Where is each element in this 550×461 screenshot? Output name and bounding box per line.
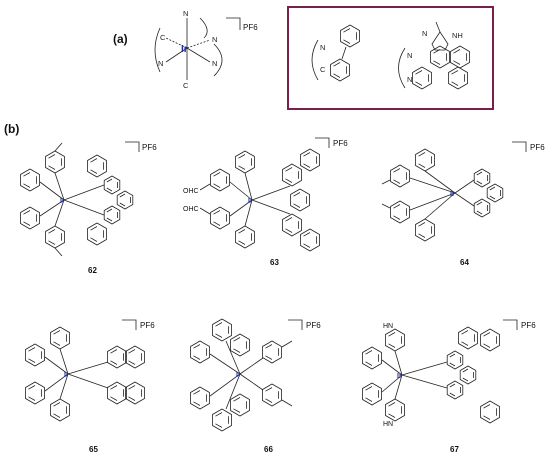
- compound-63-structure: OHC OHC Ir PF6 63: [183, 137, 348, 267]
- ligand-legend-box: [287, 6, 494, 110]
- atom-label: N: [212, 35, 217, 44]
- compound-number: 65: [89, 445, 98, 454]
- octahedral-core-diagram: Ir N N N N C C PF6: [154, 9, 258, 90]
- iridium-label: Ir: [236, 372, 241, 379]
- compound-number: 66: [264, 445, 273, 454]
- panel-a-label: (a): [113, 32, 128, 46]
- atom-label: N: [320, 43, 325, 52]
- iridium-label: Ir: [450, 191, 455, 198]
- compound-number: 64: [460, 258, 469, 267]
- substituent-label: OHC: [183, 206, 199, 213]
- atom-label: N: [407, 51, 412, 60]
- iridium-center-label: Ir: [181, 44, 188, 55]
- compound-67-structure: HN HN Ir PF6 67: [362, 319, 536, 454]
- compound-62-structure: Ir PF6 62: [20, 141, 157, 275]
- substituent-label: OHC: [183, 188, 199, 195]
- panel-b-label: (b): [4, 122, 19, 136]
- atom-label: N: [407, 75, 412, 84]
- substituent-label: HN: [383, 323, 393, 330]
- nn-ligand-diagram: NH N N N: [398, 21, 470, 90]
- counterion-label: PF6: [306, 321, 321, 330]
- counterion-label: PF6: [530, 143, 545, 152]
- atom-label: N: [212, 59, 217, 68]
- atom-label: N: [158, 59, 163, 68]
- compound-number: 63: [270, 258, 279, 267]
- counterion-label: PF6: [521, 321, 536, 330]
- iridium-label: Ir: [60, 198, 65, 205]
- atom-label: N: [183, 9, 188, 18]
- substituent-label: HN: [383, 421, 393, 428]
- counterion-label: PF6: [243, 23, 258, 32]
- atom-label: C: [183, 81, 189, 90]
- compound-number: 67: [450, 445, 459, 454]
- iridium-label: Ir: [397, 373, 402, 380]
- compound-65-structure: Ir PF6 65: [25, 319, 155, 454]
- counterion-label: PF6: [142, 143, 157, 152]
- atom-label: N: [422, 29, 427, 38]
- cn-ligand-diagram: N C: [311, 24, 360, 82]
- atom-label: C: [320, 65, 326, 74]
- atom-label: C: [160, 33, 166, 42]
- compound-number: 62: [88, 266, 97, 275]
- nh-label: NH: [452, 31, 463, 40]
- iridium-label: Ir: [248, 198, 253, 205]
- compound-64-structure: Ir PF6 64: [381, 141, 545, 267]
- counterion-label: PF6: [333, 139, 348, 148]
- iridium-label: Ir: [64, 372, 69, 379]
- compound-66-structure: Ir PF6 66: [190, 318, 321, 454]
- counterion-label: PF6: [140, 321, 155, 330]
